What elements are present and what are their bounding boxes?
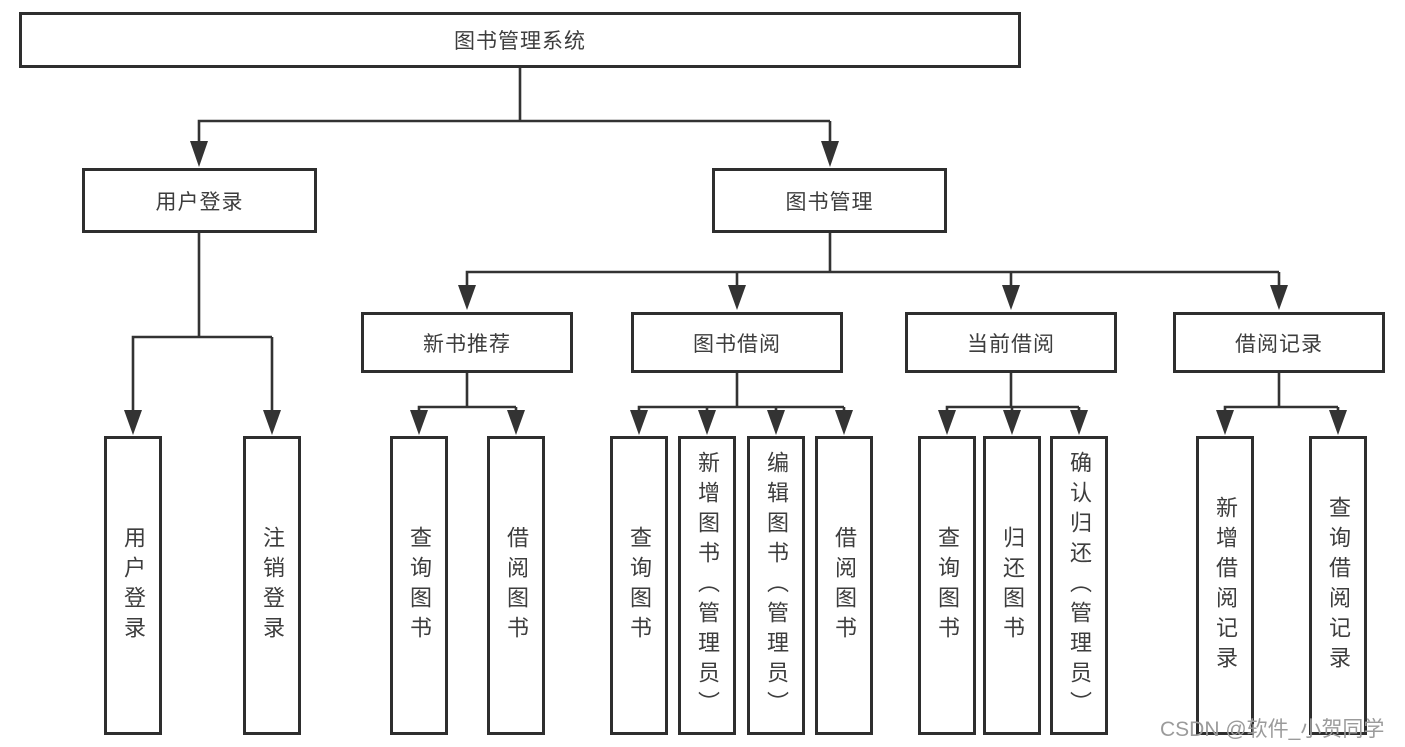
- leaf-query-book-current: 查询图书: [918, 436, 976, 735]
- node-label: 图书借阅: [693, 332, 781, 356]
- leaf-query-borrow-record: 查询借阅记录: [1309, 436, 1367, 735]
- leaf-borrow-book-borrow: 借阅图书: [815, 436, 873, 735]
- node-label: 归还图书: [1000, 525, 1025, 646]
- arrow-icon: [263, 410, 281, 435]
- node-user-login: 用户登录: [82, 168, 317, 233]
- leaf-confirm-return-admin: 确认归还（管理员）: [1050, 436, 1108, 735]
- arrow-icon: [1270, 285, 1288, 310]
- node-label: 用户登录: [155, 190, 244, 214]
- node-label: 新书推荐: [423, 332, 511, 356]
- connector-borrow-to-leaves: [637, 373, 846, 414]
- node-book-management: 图书管理: [712, 168, 947, 233]
- leaf-query-book-recommend: 查询图书: [390, 436, 448, 735]
- node-label: 当前借阅: [967, 332, 1055, 356]
- node-label: 确认归还（管理员）: [1067, 450, 1092, 721]
- leaf-edit-book-admin: 编辑图书（管理员）: [747, 436, 805, 735]
- connector-current-to-leaves: [945, 373, 1081, 414]
- node-label: 新增图书（管理员）: [695, 450, 720, 721]
- arrow-icon: [835, 410, 853, 435]
- arrow-icon: [507, 410, 525, 435]
- node-label: 图书管理系统: [454, 30, 586, 53]
- leaf-query-book-borrow: 查询图书: [610, 436, 668, 735]
- arrow-icon: [410, 410, 428, 435]
- leaf-borrow-book-recommend: 借阅图书: [487, 436, 545, 735]
- arrow-icon: [458, 285, 476, 310]
- node-label: 编辑图书（管理员）: [764, 450, 789, 721]
- node-current-borrowing: 当前借阅: [905, 312, 1117, 373]
- arrowheads: [124, 141, 1347, 435]
- node-label: 查询借阅记录: [1326, 495, 1351, 676]
- leaf-add-borrow-record: 新增借阅记录: [1196, 436, 1254, 735]
- node-label: 借阅图书: [504, 525, 529, 646]
- node-label: 查询图书: [407, 525, 432, 646]
- arrow-icon: [821, 141, 839, 167]
- node-book-borrowing: 图书借阅: [631, 312, 843, 373]
- node-label: 用户登录: [121, 525, 146, 646]
- node-label: 注销登录: [260, 525, 285, 646]
- arrow-icon: [698, 410, 716, 435]
- node-label: 借阅图书: [832, 525, 857, 646]
- arrow-icon: [1216, 410, 1234, 435]
- connector-root-to-level2: [197, 68, 832, 146]
- leaf-logout-login: 注销登录: [243, 436, 301, 735]
- node-new-book-recommend: 新书推荐: [361, 312, 573, 373]
- node-label: 查询图书: [935, 525, 960, 646]
- arrow-icon: [1003, 410, 1021, 435]
- arrow-icon: [767, 410, 785, 435]
- arrow-icon: [728, 285, 746, 310]
- connector-bookmgmt-to-level3: [465, 233, 1281, 289]
- arrow-icon: [630, 410, 648, 435]
- leaf-add-book-admin: 新增图书（管理员）: [678, 436, 736, 735]
- arrow-icon: [938, 410, 956, 435]
- arrow-icon: [124, 410, 142, 435]
- arrow-icon: [1329, 410, 1347, 435]
- arrow-icon: [190, 141, 208, 167]
- node-label: 借阅记录: [1235, 332, 1323, 356]
- node-library-management-system: 图书管理系统: [19, 12, 1021, 68]
- arrow-icon: [1070, 410, 1088, 435]
- arrow-icon: [1002, 285, 1020, 310]
- node-label: 新增借阅记录: [1213, 495, 1238, 676]
- connector-recommend-to-leaves: [417, 373, 518, 414]
- connector-records-to-leaves: [1223, 373, 1340, 414]
- node-label: 图书管理: [785, 190, 874, 214]
- csdn-watermark: CSDN @软件_小贺同学: [1160, 718, 1385, 741]
- leaf-return-book: 归还图书: [983, 436, 1041, 735]
- node-label: 查询图书: [627, 525, 652, 646]
- leaf-user-login: 用户登录: [104, 436, 162, 735]
- node-borrowing-records: 借阅记录: [1173, 312, 1385, 373]
- connector-userlogin-to-leaves: [131, 233, 274, 414]
